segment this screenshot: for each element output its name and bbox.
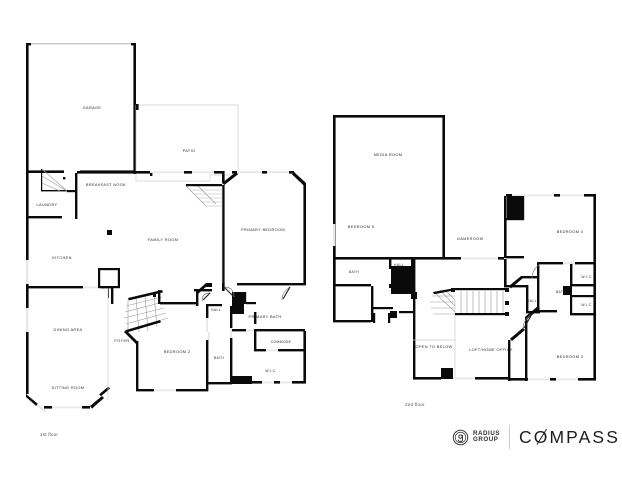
floor2-doors	[522, 263, 541, 330]
floor-1-group: GARAGE PATIO BREAKFAST NOOK LAUNDRY KITC…	[26, 43, 306, 437]
floor-caption-1: 1st floor	[40, 432, 58, 437]
room-label-primary-bath: PRIMARY BATH	[249, 314, 282, 319]
room-label-foyer: FOYER	[114, 338, 129, 343]
room-label-open-to-below: OPEN TO BELOW	[415, 344, 452, 349]
room-label-wic-1: W.I.C.	[265, 369, 276, 373]
floor1-doors	[201, 286, 291, 302]
room-label-loft-home-office: LOFT/HOME OFFICE	[469, 347, 513, 352]
room-label-dining-area: DINING AREA	[54, 327, 83, 332]
room-label-commode: COMMODE	[271, 340, 292, 344]
room-label-bedroom-3: BEDROOM 3	[557, 354, 584, 359]
second-floor-stairs	[430, 276, 537, 316]
radius-logo-line2: GROUP	[473, 436, 499, 443]
garage-step-detail	[41, 168, 68, 192]
compass-logo-o-glyph: O	[534, 427, 550, 448]
room-label-laundry: LAUNDRY	[37, 202, 58, 207]
room-label-family-room: FAMILY ROOM	[148, 237, 179, 242]
radius-logo-line1: RADIUS	[473, 429, 501, 437]
foyer-stairs	[123, 290, 169, 333]
room-label-hall-3: HALL	[527, 299, 537, 303]
room-label-wic-2: W.I.C.	[581, 275, 592, 279]
room-label-garage: GARAGE	[83, 105, 102, 110]
compass-logo-pre: C	[519, 426, 534, 447]
room-label-bedroom-2: BEDROOM 2	[164, 349, 191, 354]
room-label-wic-3: W.I.C.	[581, 303, 592, 307]
compass-logo[interactable]: COMPASS	[519, 427, 620, 448]
room-label-patio: PATIO	[183, 148, 196, 153]
room-label-hall-1: HALL	[211, 308, 221, 312]
room-label-sitting-room: SITTING ROOM	[52, 385, 85, 390]
room-label-bath-3: BATH	[556, 290, 566, 294]
floor-2-group: MEDIA ROOM BEDROOM 5 GAMEROOM BATH HALL …	[333, 115, 596, 407]
room-label-bedroom-4: BEDROOM 4	[557, 229, 584, 234]
room-label-bath-1: BATH	[214, 356, 224, 360]
footer-branding: RADIUS GROUP COMPASS	[452, 422, 620, 452]
room-label-gameroom: GAMEROOM	[457, 236, 483, 241]
compass-logo-post: MPASS	[549, 426, 620, 447]
floor-caption-2: 2nd floor	[405, 402, 425, 407]
room-label-primary-bedroom: PRIMARY BEDROOM	[241, 227, 285, 232]
radius-g-circle-icon	[452, 429, 469, 445]
logo-divider	[509, 425, 511, 449]
room-label-bedroom-5: BEDROOM 5	[348, 224, 375, 229]
room-label-media-room: MEDIA ROOM	[374, 152, 403, 157]
radius-group-logo[interactable]: RADIUS GROUP	[452, 429, 500, 446]
room-label-bath-2: BATH	[349, 270, 359, 274]
room-label-breakfast-nook: BREAKFAST NOOK	[86, 182, 126, 187]
room-label-hall-2: HALL	[394, 263, 404, 267]
room-label-kitchen: KITCHEN	[52, 255, 72, 260]
